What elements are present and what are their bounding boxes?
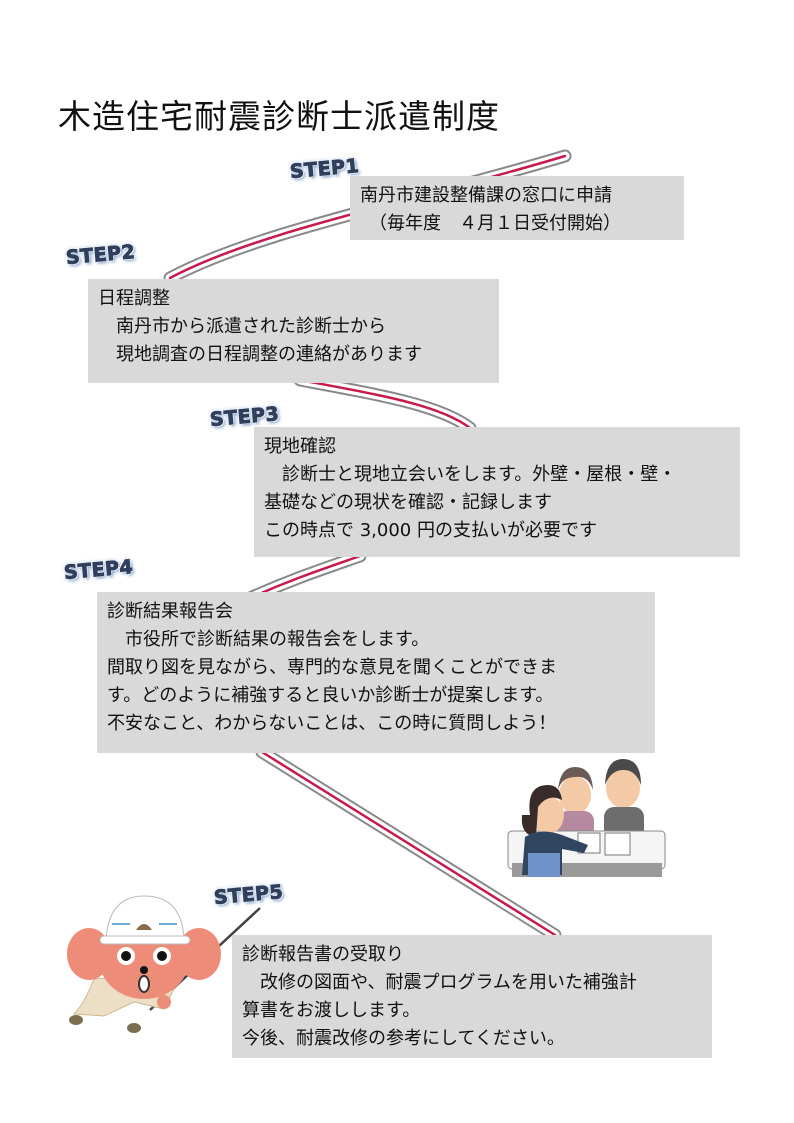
step3-line-1: 現地確認 [264,436,336,457]
step4-line-2: 市役所で診断結果の報告会をします。 [107,629,430,650]
step3-line-4: この時点で 3,000 円の支払いが必要です [264,520,597,541]
page-title: 木造住宅耐震診断士派遣制度 [58,97,500,136]
step2-label: STEP2 [65,241,137,270]
step4-line-4: す。どのように補強すると良いか診断士が提案します。 [107,685,554,706]
step2-box: 日程調整 南丹市から派遣された診断士から 現地調査の日程調整の連絡があります [88,279,499,383]
step5-line-3: 算書をお渡しします。 [242,1000,421,1021]
step4-box: 診断結果報告会 市役所で診断結果の報告会をします。 間取り図を見ながら、専門的な… [97,592,655,753]
step4-line-1: 診断結果報告会 [107,601,233,622]
step5-line-1: 診断報告書の受取り [242,944,404,965]
consultation-meeting-illustration [507,759,666,877]
step1-line-1: 南丹市建設整備課の窓口に申請 [360,185,612,206]
step2-line-3: 現地調査の日程調整の連絡があります [98,344,422,365]
step2-line-2: 南丹市から派遣された診断士から [98,316,386,337]
step3-line-3: 基礎などの現状を確認・記録します [264,492,552,513]
step4-label: STEP4 [63,556,135,585]
step4-line-3: 間取り図を見ながら、専門的な意見を聞くことができま [107,657,557,678]
step1-box: 南丹市建設整備課の窓口に申請 （毎年度 ４月１日受付開始） [350,176,684,240]
step5-line-2: 改修の図面や、耐震プログラムを用いた補強計 [242,972,637,993]
step3-line-2: 診断士と現地立会いをします。外壁・屋根・壁・ [264,464,677,485]
step4-line-5: 不安なこと、わからないことは、この時に質問しよう！ [107,713,557,734]
step5-line-4: 今後、耐震改修の参考にしてください。 [242,1028,565,1049]
step1-line-2: （毎年度 ４月１日受付開始） [360,213,621,234]
step5-box: 診断報告書の受取り 改修の図面や、耐震プログラムを用いた補強計 算書をお渡ししま… [232,935,712,1058]
step3-box: 現地確認 診断士と現地立会いをします。外壁・屋根・壁・ 基礎などの現状を確認・記… [254,427,740,557]
mascot-with-pointer-illustration [67,895,221,1033]
step2-line-1: 日程調整 [98,288,170,309]
